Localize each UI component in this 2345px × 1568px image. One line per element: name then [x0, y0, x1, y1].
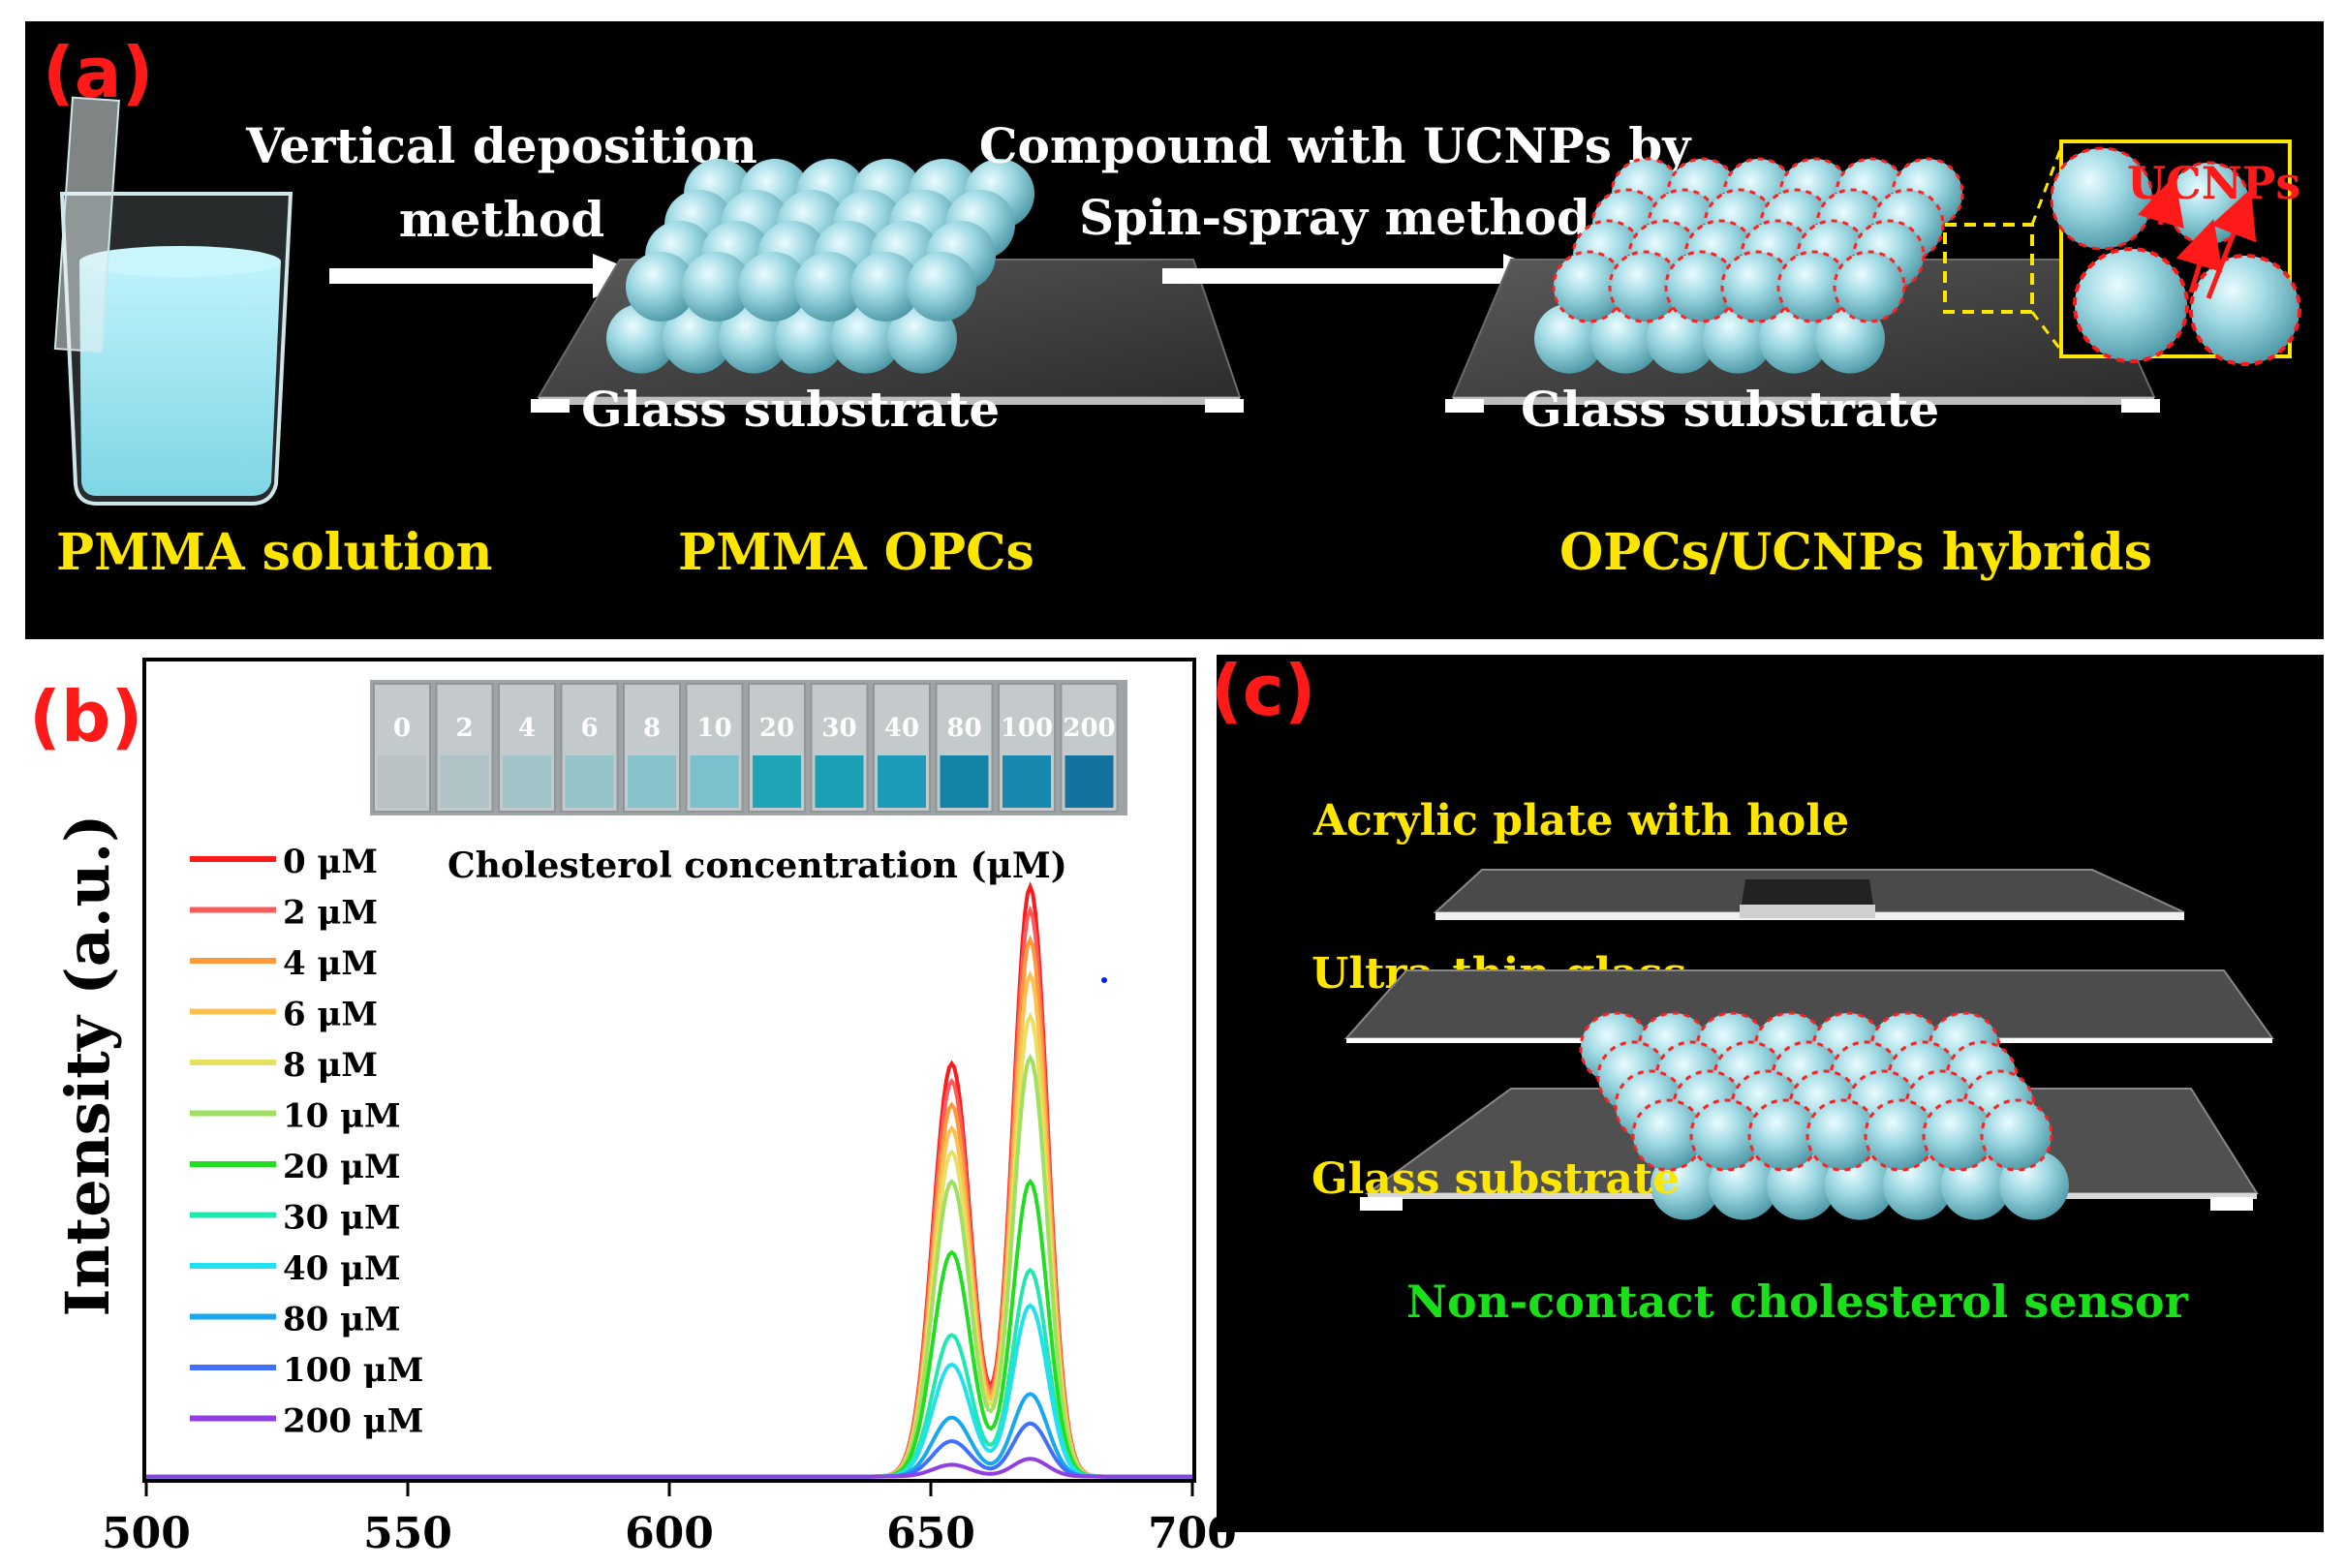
vial-solution	[815, 755, 864, 808]
opc-ucnp-hybrid-crystal	[1534, 157, 1964, 374]
ucnp-zoom-inset: UCNPs	[1943, 139, 2301, 366]
vial-label: 10	[696, 714, 731, 743]
vial-solution	[440, 755, 489, 808]
x-tick-label: 600	[625, 1509, 714, 1558]
legend-entry: 6 μM	[283, 996, 378, 1034]
spectrum-line	[146, 1457, 1192, 1479]
legend: 0 μM 2 μM 4 μM 6 μM 8 μM 10 μM 20 μM 30 μM 40 μM…	[190, 843, 423, 1441]
vial-label: 80	[946, 714, 981, 743]
panel-a: (a) Vertical deposition method Glass sub…	[25, 21, 2324, 639]
acrylic-plate	[1433, 869, 2185, 920]
arrow2-text-line1: Compound with UCNPs by	[979, 117, 1693, 174]
legend-entry: 100 μM	[283, 1351, 423, 1390]
legend-entry: 30 μM	[283, 1199, 401, 1238]
arrow1-text-line1: Vertical deposition	[245, 117, 757, 174]
legend-entry: 4 μM	[283, 944, 378, 983]
vial-solution	[1003, 755, 1051, 808]
beaker-illustration	[53, 96, 293, 506]
vial-label: 20	[759, 714, 794, 743]
x-tick-label: 500	[102, 1509, 191, 1558]
sphere	[682, 252, 752, 322]
legend-entry: 20 μM	[283, 1148, 401, 1186]
legend-entry: 80 μM	[283, 1301, 401, 1339]
arrow1-text-line2: method	[399, 191, 604, 248]
legend-entry: 10 μM	[283, 1097, 401, 1136]
layer-acrylic-label: Acrylic plate with hole	[1312, 796, 1849, 845]
legend-entry: 40 μM	[283, 1249, 401, 1288]
vial-label: 6	[580, 714, 598, 743]
sphere	[850, 252, 920, 322]
ucnps-label: UCNPs	[2127, 157, 2300, 209]
vial-label: 40	[884, 714, 919, 743]
vial-solution	[940, 755, 989, 808]
panel-c: (c) Acrylic plate with hole Ultra-thin g…	[1211, 650, 2324, 1532]
sensor-hybrid-crystal	[1579, 1011, 2069, 1220]
caption-pmma-opcs: PMMA OPCs	[678, 523, 1034, 582]
vial-photo-inset: 0 2 4 6 8 10 20 30 40 80 100 200	[370, 680, 1127, 815]
legend-entry: 0 μM	[283, 843, 378, 881]
vial-solution	[690, 755, 739, 808]
sphere	[1833, 250, 1906, 323]
vial-solution	[878, 755, 926, 808]
vial-solution	[503, 755, 551, 808]
caption-hybrids: OPCs/UCNPs hybrids	[1559, 523, 2152, 582]
arrow2-text-line2: Spin-spray method	[1079, 189, 1590, 246]
x-tick-label: 550	[363, 1509, 452, 1558]
legend-entry: 200 μM	[283, 1402, 423, 1441]
pmma-opc-crystal	[606, 159, 1034, 374]
vial-solution	[565, 755, 614, 808]
vial-label: 4	[518, 714, 536, 743]
caption-pmma-solution: PMMA solution	[56, 523, 492, 582]
sensor-caption: Non-contact cholesterol sensor	[1406, 1276, 2189, 1328]
vial-solution	[628, 755, 676, 808]
sphere	[738, 252, 808, 322]
substrate-label-1: Glass substrate	[581, 381, 1000, 438]
sphere	[1980, 1098, 2053, 1172]
vial-label: 2	[455, 714, 473, 743]
sphere	[907, 252, 976, 322]
layer-substrate-label: Glass substrate	[1311, 1154, 1680, 1204]
vial-solution	[753, 755, 801, 808]
x-tick-label: 650	[886, 1509, 975, 1558]
sphere	[626, 252, 695, 322]
panel-c-label: (c)	[1211, 650, 1316, 731]
panel-b-label: (b)	[29, 676, 142, 757]
vial-solution	[1065, 755, 1114, 808]
spectra-lines	[146, 880, 1192, 1479]
y-axis-label: Intensity (a.u.)	[52, 814, 123, 1316]
stray-dot	[1101, 977, 1107, 983]
vial-solution	[378, 755, 426, 808]
vial-label: 200	[1063, 714, 1115, 743]
sphere	[794, 252, 864, 322]
legend-entry: 8 μM	[283, 1046, 378, 1085]
vial-label: 100	[1001, 714, 1053, 743]
vial-label: 8	[643, 714, 661, 743]
vial-label: 0	[393, 714, 411, 743]
vial-label: 30	[821, 714, 856, 743]
substrate-label-2: Glass substrate	[1521, 381, 1939, 438]
legend-entry: 2 μM	[283, 894, 378, 933]
vial-inset-caption: Cholesterol concentration (μM)	[447, 845, 1067, 886]
